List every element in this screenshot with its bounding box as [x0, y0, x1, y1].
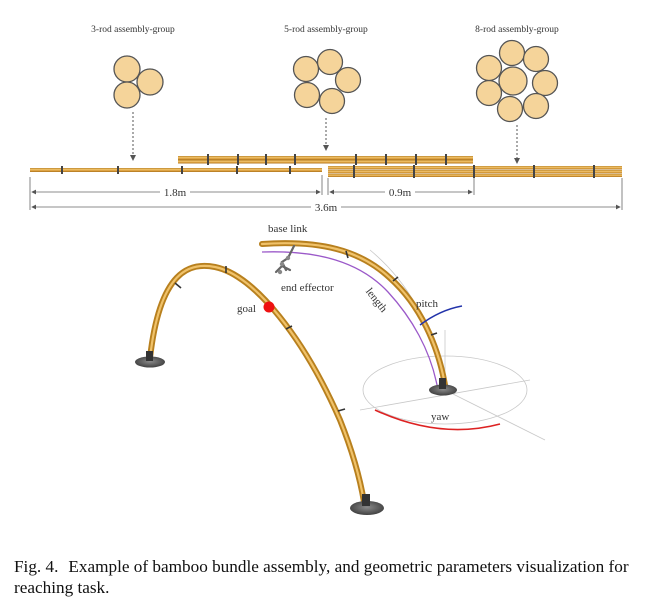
dimension-3-6m: 3.6m — [315, 202, 338, 214]
group-label-3rod: 3-rod assembly-group — [91, 25, 175, 35]
left-arch-rod — [147, 262, 367, 505]
cross-section-3rod — [113, 55, 164, 109]
caption-prefix: Fig. 4. — [14, 557, 59, 576]
right-arch-rod — [259, 240, 448, 388]
goal-marker — [263, 301, 275, 313]
cross-section-5rod — [292, 48, 362, 115]
base-link-label: base link — [268, 223, 308, 235]
dimension-0-9m: 0.9m — [389, 187, 412, 199]
figure-caption: Fig. 4.Example of bamboo bundle assembly… — [14, 556, 642, 598]
pitch-arc — [419, 305, 463, 326]
yaw-label: yaw — [431, 411, 449, 423]
left-arch-joints — [174, 266, 346, 412]
cross-section-8rod — [475, 39, 559, 123]
figure-diagram: 3-rod assembly-group 5-rod assembly-grou… — [29, 25, 623, 515]
end-effector-joints — [277, 255, 291, 275]
yaw-plane-guides — [359, 249, 546, 441]
end-effector-label: end effector — [281, 282, 334, 294]
left-arch-base-2 — [350, 501, 384, 515]
caption-text: Example of bamboo bundle assembly, and g… — [14, 557, 629, 597]
dimension-1-8m: 1.8m — [164, 187, 187, 199]
group-arrows — [130, 112, 520, 164]
group-label-8rod: 8-rod assembly-group — [475, 25, 559, 35]
length-curve — [261, 251, 438, 386]
right-arch-joints — [345, 250, 438, 336]
right-arch-base — [429, 384, 457, 396]
goal-label: goal — [237, 303, 256, 315]
yaw-arc — [374, 409, 501, 431]
bamboo-rods — [30, 154, 622, 178]
group-label-5rod: 5-rod assembly-group — [284, 25, 368, 35]
pitch-label: pitch — [416, 298, 438, 310]
end-effector-arm — [274, 244, 296, 274]
left-arch-base-1 — [135, 356, 165, 368]
